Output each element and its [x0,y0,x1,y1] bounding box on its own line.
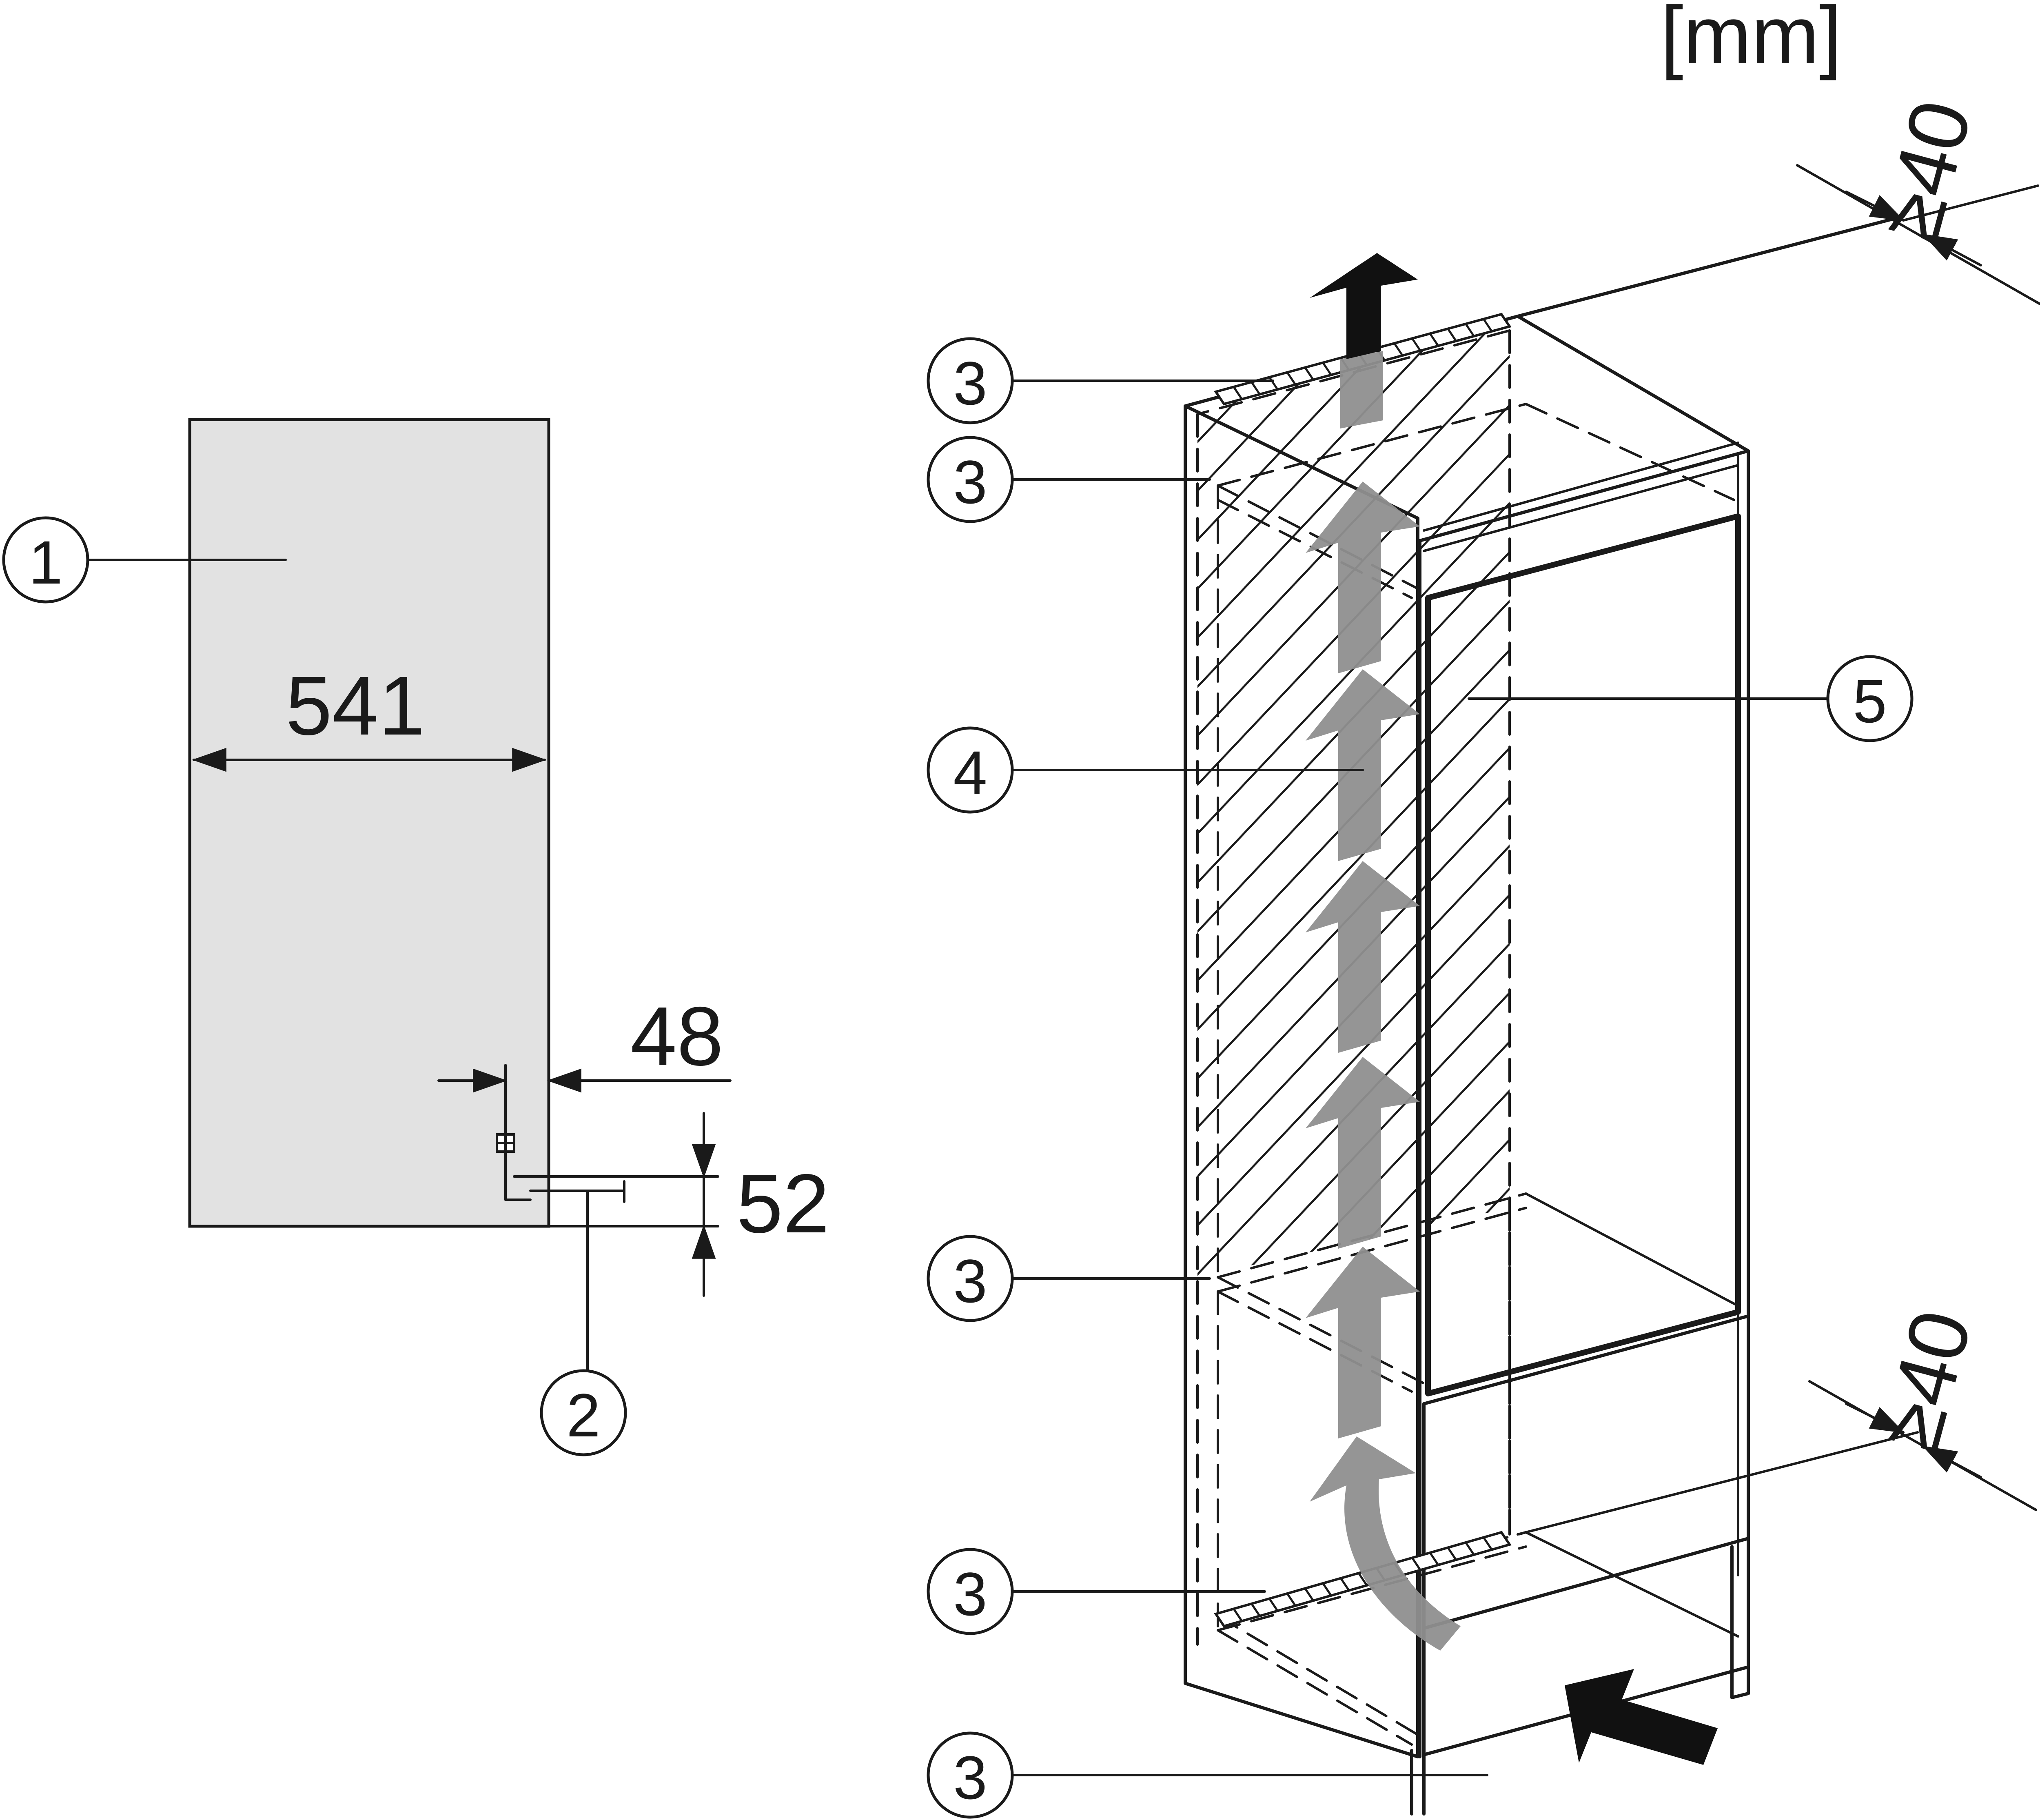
intake-arrow [1565,1669,1718,1765]
hatch-line [1197,318,1510,654]
callout-3-lower: 3 [927,1548,1014,1635]
svg-text:3: 3 [953,1247,987,1315]
svg-text:3: 3 [953,1743,987,1812]
hidden-rear-edge-top [1217,403,1527,487]
hatch-line [1197,872,1510,1241]
width-dimension-label: 541 [286,659,425,752]
svg-text:3: 3 [953,1560,987,1628]
airflow-arrows [1306,351,1461,1651]
airflow-arrow [1306,1247,1420,1438]
hatch-line [1183,0,1530,310]
unit-label: [mm] [1661,0,1842,81]
grille-slat [1268,376,1279,390]
grille-slat [1251,381,1261,395]
grille-slat [1286,372,1297,385]
airflow-curved-arrow [1310,1436,1461,1651]
grille-slat [1322,1583,1332,1596]
airflow-arrow [1306,669,1420,861]
airflow-arrow [1306,482,1420,673]
grille-slat [1411,1557,1421,1571]
grille-slat [1304,1588,1314,1601]
airflow-arrow [1306,861,1420,1053]
hatch-line [1183,0,1530,163]
top-gap-extension [1796,164,2040,305]
callout-1: 1 [2,516,89,604]
grille-slat [1447,328,1457,342]
grille-slat [1251,1603,1261,1617]
cabinet-isometric-view: ≥40 ≥40 3 3 [927,0,2040,1819]
grille-slat [1429,1552,1439,1566]
grille-slat [1286,1593,1297,1607]
offset-vertical-label: 52 [736,1157,829,1250]
grille-slat [1411,337,1421,351]
grille-slat [1233,386,1243,400]
svg-text:2: 2 [566,1381,600,1449]
svg-text:5: 5 [1853,667,1887,735]
appliance-upper-door [1425,513,1741,1396]
callout-3-top-2: 3 [927,436,1014,523]
grille-slat [1340,1578,1350,1591]
bottom-gap-extension [1808,1380,2037,1511]
grille-slat [1393,342,1404,356]
grille-slat [1233,1608,1243,1622]
callout-4: 4 [927,726,1014,814]
back-panel [188,418,550,1228]
grille-slat [1268,1598,1279,1611]
hatch-line [1197,1117,1510,1277]
grille-slat [1304,367,1314,381]
exhaust-arrow [1310,253,1418,359]
grille-slat [1429,333,1439,346]
cabinet-top-edge [1184,315,1750,542]
grille-slat [1447,1547,1457,1560]
airflow-arrow-top [1340,351,1383,428]
hatch-line [1197,677,1510,1045]
airflow-arrow [1306,1057,1420,1249]
svg-text:1: 1 [29,528,62,597]
grille-slat [1322,362,1332,376]
callout-3-middle: 3 [927,1235,1014,1322]
grille-slat [1357,1572,1368,1586]
cabinet-left-side [1184,404,1419,1758]
callout-2: 2 [540,1369,627,1456]
appliance-lower-frame [1422,1314,1750,1630]
hatch-line [1183,0,1530,212]
back-panel-view: 541 48 52 1 2 [2,418,829,1456]
callout-3-bottom: 3 [927,1731,1014,1819]
grille-slat [1465,323,1475,337]
callout-3-top-1: 3 [927,337,1014,424]
hatch-line [1183,0,1530,261]
bottom-ventilation-grille [1214,1531,1512,1628]
offset-horizontal-label: 48 [630,990,723,1083]
bottom-gap-label: ≥40 [1863,1301,1989,1459]
grille-slat [1483,1537,1493,1550]
svg-text:4: 4 [953,738,987,807]
top-gap-label: ≥40 [1863,91,1989,249]
svg-text:3: 3 [953,448,987,516]
callout-5: 5 [1826,655,1914,742]
grille-slat [1483,318,1493,332]
svg-text:3: 3 [953,349,987,417]
grille-slat [1465,1542,1475,1556]
